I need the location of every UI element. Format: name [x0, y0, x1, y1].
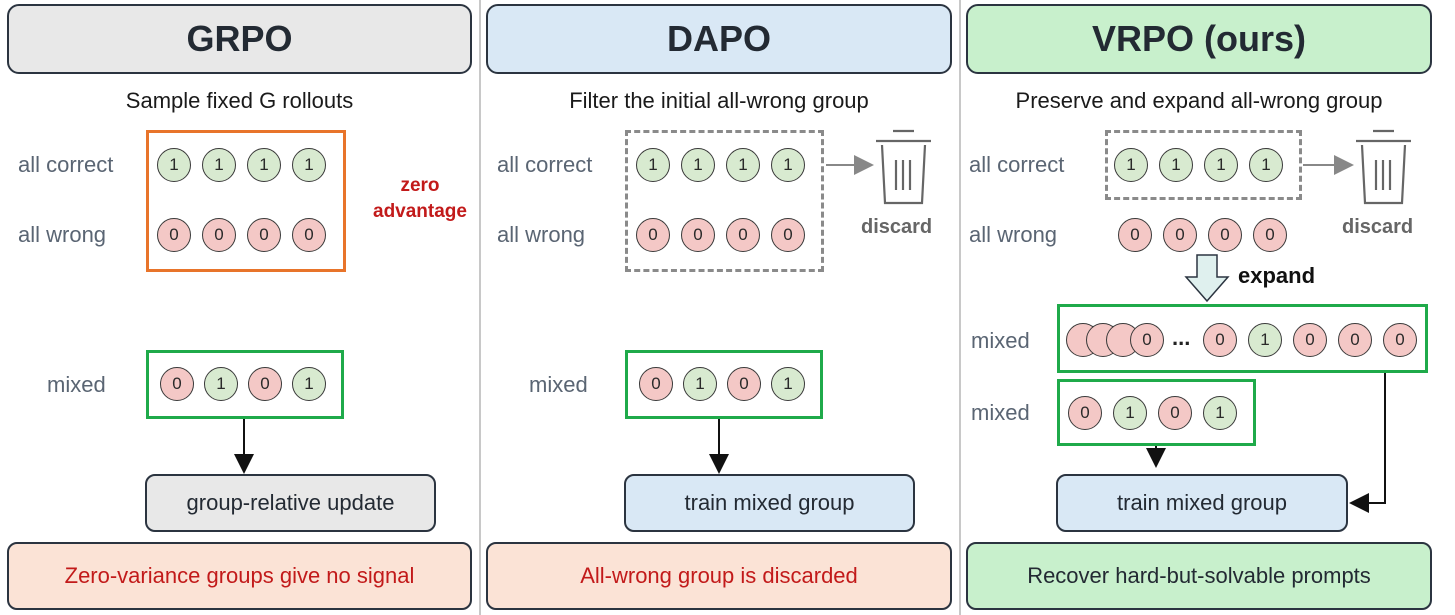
rollout-circle-correct: 1	[247, 148, 281, 182]
rollout-circle-wrong: 0	[1203, 323, 1237, 357]
grpo-label-mixed: mixed	[47, 372, 106, 397]
rollout-circle-wrong: 0	[1253, 218, 1287, 252]
rollout-circle-correct: 1	[1204, 148, 1238, 182]
rollout-circle-correct: 1	[202, 148, 236, 182]
rollout-circle-correct: 1	[1113, 396, 1147, 430]
dapo-mixed-frame	[625, 350, 823, 419]
zero-advantage-line2: advantage	[373, 201, 467, 222]
expand-arrow-icon	[1184, 254, 1230, 303]
dapo-title: DAPO	[666, 18, 771, 59]
rollout-circle-wrong: 0	[1293, 323, 1327, 357]
rollout-circle-correct: 1	[1159, 148, 1193, 182]
rollout-circle-wrong: 0	[1338, 323, 1372, 357]
rollout-circle-wrong: 0	[771, 218, 805, 252]
rollout-circle-correct: 1	[292, 148, 326, 182]
vrpo-expanded-update-arrow	[1349, 373, 1386, 513]
grpo-update-box: group-relative update	[145, 474, 436, 532]
grpo-subtitle: Sample fixed G rollouts	[125, 88, 354, 113]
grpo-footer: Zero-variance groups give no signal	[7, 542, 472, 610]
rollout-circle-wrong: 0	[726, 218, 760, 252]
vrpo-footer-text: Recover hard-but-solvable prompts	[1027, 563, 1371, 588]
rollout-circle-wrong: 0	[202, 218, 236, 252]
rollout-circle-wrong: 0	[1208, 218, 1242, 252]
rollout-circle-correct: 1	[292, 367, 326, 401]
vrpo-label-all-correct: all correct	[969, 152, 1065, 177]
rollout-circle-correct: 1	[636, 148, 670, 182]
vrpo-expanded-frame	[1057, 304, 1428, 373]
rollout-circle-wrong: 0	[1130, 323, 1164, 357]
rollout-circle-wrong: 0	[1158, 396, 1192, 430]
dapo-label-all-wrong: all wrong	[497, 222, 586, 247]
dapo-subtitle: Filter the initial all-wrong group	[569, 88, 869, 113]
vrpo-mixed-frame	[1057, 379, 1256, 446]
rollout-circle-correct: 1	[681, 148, 715, 182]
vrpo-label-mixed: mixed	[971, 400, 1030, 425]
dapo-filtered-frame	[625, 130, 824, 272]
dapo-update-box: train mixed group	[624, 474, 915, 532]
grpo-title: GRPO	[186, 18, 293, 59]
rollout-circle-correct: 1	[683, 367, 717, 401]
rollout-circle-wrong: 0	[636, 218, 670, 252]
vrpo-label-all-wrong: all wrong	[969, 222, 1058, 247]
panel-divider-1	[479, 0, 481, 615]
zero-advantage-line1: zero	[400, 175, 440, 196]
dapo-label-mixed: mixed	[529, 372, 588, 397]
vrpo-discard-label: discard	[1342, 216, 1414, 238]
zero-advantage-annotation: zero advantage	[365, 173, 475, 225]
grpo-label-all-wrong: all wrong	[18, 222, 107, 247]
grpo-label-all-correct: all correct	[18, 152, 114, 177]
rollout-circle-correct: 1	[1249, 148, 1283, 182]
vrpo-update-box: train mixed group	[1056, 474, 1348, 532]
ellipsis: ...	[1172, 325, 1191, 350]
dapo-footer: All-wrong group is discarded	[486, 542, 952, 610]
grpo-mixed-frame	[146, 350, 344, 419]
vrpo-filtered-frame	[1105, 130, 1302, 200]
rollout-circle-correct: 1	[771, 367, 805, 401]
dapo-label-all-correct: all correct	[497, 152, 593, 177]
vrpo-label-mixed-expanded: mixed	[971, 328, 1030, 353]
rollout-circle-wrong: 0	[681, 218, 715, 252]
rollout-circle-correct: 1	[204, 367, 238, 401]
trash-icon	[876, 129, 931, 205]
rollout-circle-wrong: 0	[248, 367, 282, 401]
rollout-circle-wrong: 0	[1163, 218, 1197, 252]
grpo-footer-text: Zero-variance groups give no signal	[64, 563, 415, 588]
panel-divider-2	[959, 0, 961, 615]
rollout-circle-correct: 1	[157, 148, 191, 182]
grpo-header: GRPO	[7, 4, 472, 74]
rollout-circle-wrong: 0	[157, 218, 191, 252]
grpo-zero-variance-frame	[146, 130, 346, 272]
rollout-circle-wrong: 0	[160, 367, 194, 401]
rollout-circle-wrong: 0	[1118, 218, 1152, 252]
trash-icon	[1356, 129, 1411, 205]
rollout-circle-correct: 1	[1114, 148, 1148, 182]
rollout-circle-correct: 1	[726, 148, 760, 182]
rollout-circle-wrong: 0	[292, 218, 326, 252]
rollout-circle-wrong: 0	[727, 367, 761, 401]
dapo-footer-text: All-wrong group is discarded	[580, 563, 858, 588]
dapo-discard-label: discard	[861, 216, 933, 238]
dapo-header: DAPO	[486, 4, 952, 74]
vrpo-subtitle: Preserve and expand all-wrong group	[1015, 88, 1383, 113]
rollout-circle-wrong: 0	[247, 218, 281, 252]
rollout-circle-correct: 1	[1248, 323, 1282, 357]
rollout-circle-wrong: 0	[1383, 323, 1417, 357]
rollout-circle-correct: 1	[1203, 396, 1237, 430]
vrpo-header: VRPO (ours)	[966, 4, 1432, 74]
expand-label: expand	[1238, 263, 1316, 288]
vrpo-title: VRPO (ours)	[1091, 18, 1306, 59]
rollout-circle-wrong: 0	[1068, 396, 1102, 430]
vrpo-footer: Recover hard-but-solvable prompts	[966, 542, 1432, 610]
rollout-circle-wrong: 0	[639, 367, 673, 401]
rollout-circle-correct: 1	[771, 148, 805, 182]
